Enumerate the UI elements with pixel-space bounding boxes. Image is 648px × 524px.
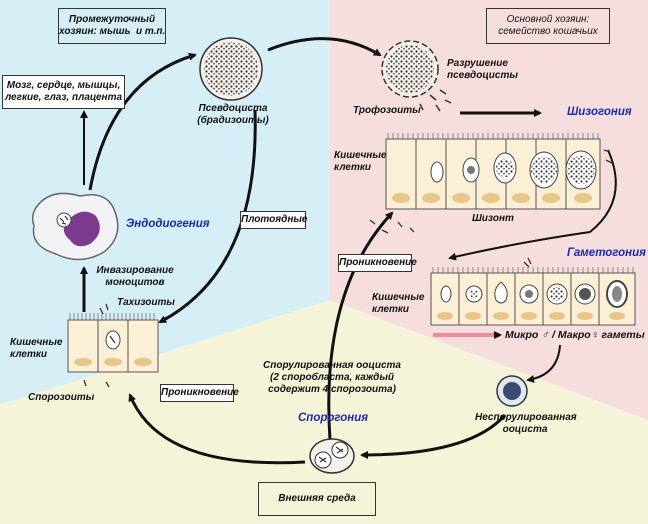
arrow-oocyst-to-cat-cells xyxy=(327,211,394,441)
carnivorous-box: Плотоядные xyxy=(240,211,308,229)
penetration-center-box: Проникновение xyxy=(338,254,417,272)
monocyte-nucleus xyxy=(63,211,100,247)
vacuole-parasites xyxy=(59,215,69,225)
schizogony-title: Шизогония xyxy=(567,106,632,118)
definitive-host-box: Основной хозяин: семейство кошачьих xyxy=(486,8,610,44)
pseudocyst-destruction-label: Разрушение псевдоцисты xyxy=(447,58,518,81)
gametogony-intestinal-cells xyxy=(430,257,636,326)
penetration-left-box: Проникновение xyxy=(160,384,239,402)
organs-text: Мозг, сердце, мышцы, легкие, глаз, плаце… xyxy=(4,80,123,103)
released-trophozoites xyxy=(419,89,452,112)
arrow-oocyst-to-sporogony xyxy=(360,414,507,459)
unsporulated-oocyst-label: Неспорулированная ооциста xyxy=(475,412,577,435)
arrow-pseudocyst-to-left-cells xyxy=(158,109,257,324)
external-environment-text: Внешняя среда xyxy=(278,493,356,504)
organs-box: Мозг, сердце, мышцы, легкие, глаз, плаце… xyxy=(2,75,125,109)
sporozoites-label: Спорозоиты xyxy=(28,392,95,403)
endodyogeny-title: Эндодиогения xyxy=(126,218,210,230)
intestinal-cells-left-label: Кишечные клетки xyxy=(10,337,63,360)
monocyte-invasion-label: Инвазирование моноцитов xyxy=(96,265,174,288)
micro-macro-gametes-label: Микро ♂ / Макро♀ гаметы xyxy=(505,329,645,341)
external-environment-box: Внешняя среда xyxy=(258,482,376,516)
gametogony-title: Гаметогония xyxy=(567,247,646,259)
arrow-sporogony-to-left-cells xyxy=(128,393,306,465)
arrow-pseudocyst-to-cat xyxy=(267,37,382,57)
intermediate-host-box: Промежуточный хозяин: мышь и т.п. xyxy=(58,8,166,44)
carnivorous-text: Плотоядные xyxy=(241,214,308,225)
unsporulated-oocyst-core xyxy=(503,382,521,400)
sporulated-oocyst-label: Спорулированная ооциста (2 споробласта, … xyxy=(263,360,401,395)
trophozoites-label: Трофозоиты xyxy=(353,105,421,116)
intermediate-host-text: Промежуточный хозяин: мышь и т.п. xyxy=(59,14,166,37)
arrow-gametes-to-oocyst xyxy=(526,344,561,383)
pseudocyst-bradyzoites xyxy=(204,42,258,96)
arrow-schizont-to-gametogony xyxy=(448,149,617,261)
monocyte-vacuole xyxy=(56,212,72,228)
arrow-tachyzoites-to-pseudocyst xyxy=(88,52,197,191)
intestinal-cells-top-label: Кишечные клетки xyxy=(334,150,387,173)
penetration-center-text: Проникновение xyxy=(339,257,417,268)
external-environment-sector xyxy=(0,300,648,524)
tachyzoites-label: Тахизоиты xyxy=(117,297,175,308)
schizont-label: Шизонт xyxy=(472,213,514,224)
destroyed-pseudocyst-content xyxy=(386,45,434,93)
penetration-left-text: Проникновение xyxy=(161,387,239,398)
sporogony-title: Спорогония xyxy=(298,412,369,424)
intestinal-cells-right-label: Кишечные клетки xyxy=(372,292,425,315)
definitive-host-text: Основной хозяин: семейство кошачьих xyxy=(498,14,598,37)
sporozoites-in-oocyst xyxy=(318,446,344,463)
pseudocyst-label: Псевдоциста (брадизоиты) xyxy=(197,103,269,126)
left-intestinal-cells xyxy=(67,303,159,388)
schizogony-intestinal-cells xyxy=(369,133,613,234)
